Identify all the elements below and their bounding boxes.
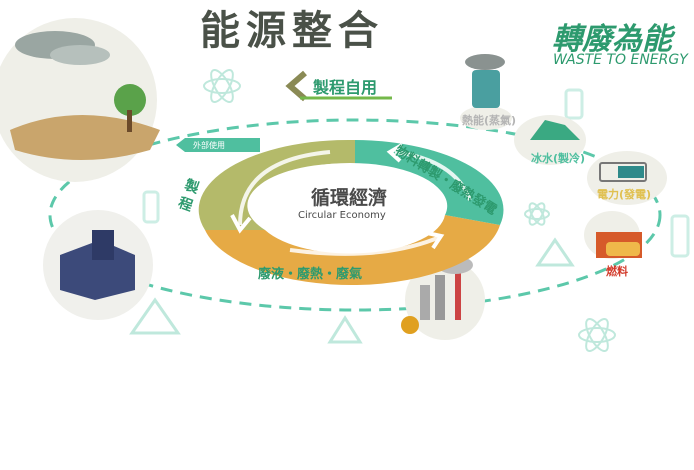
heat-label: 熱能(蒸氣)	[462, 114, 517, 127]
teal-segment	[355, 140, 504, 225]
center-title: 循環經濟	[311, 187, 388, 209]
fuel-icon	[596, 232, 642, 258]
atom-icon	[203, 69, 616, 352]
waste-to-energy-title: 轉廢為能	[552, 22, 672, 57]
nature-scene-icon	[0, 18, 160, 182]
chilled-water-label: 冰水(製冷)	[531, 152, 586, 165]
page-title: 能源整合	[200, 7, 384, 54]
external-use-tag	[176, 138, 260, 152]
center-ellipse	[255, 163, 445, 243]
olive-segment	[198, 139, 355, 230]
self-use-label: 製程自用	[313, 78, 378, 97]
arrow-olive	[238, 150, 331, 226]
fuel-label: 燃料	[606, 265, 628, 278]
dashed-cycle-path	[48, 118, 662, 312]
boiler-icon	[472, 70, 500, 108]
arrow-orange	[289, 235, 441, 256]
wastes-label: 廢液・廢熱・廢氣	[258, 267, 363, 282]
battery-icon	[142, 88, 690, 258]
power-label: 電力(發電)	[597, 188, 652, 201]
ice-icon	[530, 120, 580, 140]
external-use-label: 外部使用	[193, 141, 225, 150]
heat-bubble	[460, 106, 512, 130]
factory-building-icon	[43, 210, 153, 320]
arrow-teal	[394, 150, 472, 201]
orange-segment	[205, 215, 500, 286]
battery-power-icon	[599, 162, 647, 182]
warning-icon	[129, 237, 575, 344]
self-use-chevron-icon	[285, 70, 307, 102]
center-subtitle: Circular Economy	[298, 210, 386, 221]
waste-to-energy-subtitle: WASTE TO ENERGY	[553, 52, 688, 68]
